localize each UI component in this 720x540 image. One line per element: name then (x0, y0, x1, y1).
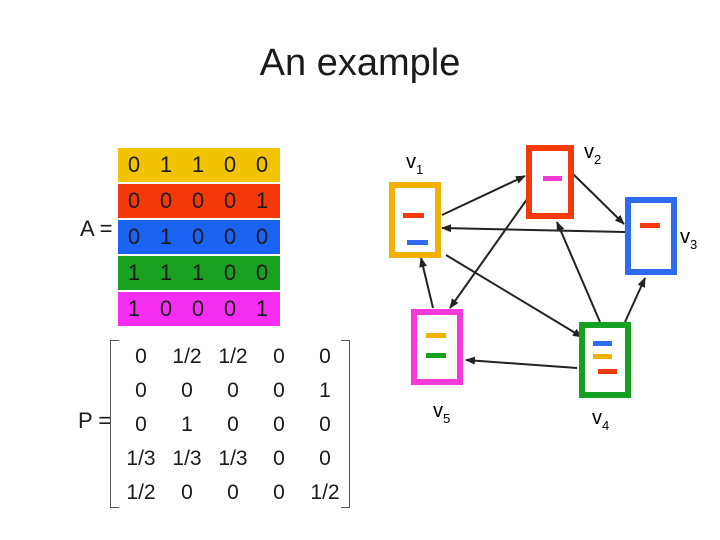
matrix-a-cell: 0 (127, 224, 141, 249)
matrix-p-cell: 1/3 (172, 447, 202, 470)
node-v2-label: v2 (584, 141, 601, 167)
matrix-p-row: 1/2 0 0 0 1/2 (118, 476, 350, 510)
matrix-p-cell: 1 (181, 413, 193, 436)
slide-title: An example (259, 42, 461, 84)
matrix-a-cell: 1 (159, 224, 173, 249)
node-v5-label: v5 (433, 400, 450, 426)
matrix-a-cell: 0 (191, 296, 205, 321)
matrix-p-left-bracket (110, 340, 119, 508)
matrix-a-cell: 0 (223, 296, 237, 321)
v1-outlink-marker (407, 240, 428, 245)
v5-outlink-marker (426, 333, 446, 338)
matrix-a-cell: 1 (159, 152, 173, 177)
node-v4 (579, 322, 631, 398)
v5-outlink-marker (426, 353, 446, 358)
matrix-p-cell: 0 (273, 413, 285, 436)
matrix-a-cell: 1 (127, 260, 141, 285)
matrix-p-cell: 0 (319, 447, 331, 470)
node-v1-label: v1 (406, 151, 423, 177)
matrix-p-cell: 0 (273, 481, 285, 504)
matrix-p-cell: 1/3 (126, 447, 156, 470)
v4-outlink-marker (593, 341, 612, 346)
matrix-p-cell: 1/2 (310, 481, 340, 504)
node-v2 (526, 145, 574, 219)
matrix-p-cell: 1/2 (126, 481, 156, 504)
matrix-a-cell: 1 (255, 296, 269, 321)
matrix-p-right-bracket (341, 340, 350, 508)
node-v3-label: v3 (680, 226, 697, 252)
matrix-a-cell: 0 (159, 296, 173, 321)
matrix-p-cell: 0 (181, 379, 193, 402)
matrix-p-row: 0 1/2 1/2 0 0 (118, 340, 350, 374)
matrix-p-cell: 0 (227, 481, 239, 504)
v3-outlink-marker (640, 223, 660, 228)
matrix-a-cell: 1 (127, 296, 141, 321)
matrix-p-cell: 1/2 (218, 345, 248, 368)
matrix-a-cell: 1 (159, 260, 173, 285)
matrix-p-cell: 0 (135, 345, 147, 368)
matrix-a-label: A = (80, 216, 113, 241)
matrix-a-cell: 0 (223, 188, 237, 213)
matrix-a-cell: 0 (255, 152, 269, 177)
matrix-a-cell: 0 (223, 152, 237, 177)
matrix-p-cell: 0 (181, 481, 193, 504)
matrix-p-cell: 0 (319, 345, 331, 368)
matrix-a-cell: 0 (191, 224, 205, 249)
node-v5 (411, 309, 463, 385)
v2-outlink-marker (543, 176, 562, 181)
matrix-a-cell: 0 (191, 188, 205, 213)
matrix-a-cell: 1 (191, 260, 205, 285)
matrix-p-row: 0 1 0 0 0 (118, 408, 350, 442)
matrix-p-cell: 1/3 (218, 447, 248, 470)
matrix-a-cell: 0 (223, 260, 237, 285)
matrix-p-cell: 0 (227, 379, 239, 402)
matrix-p-label: P = (78, 408, 112, 433)
matrix-a-cell: 1 (255, 188, 269, 213)
edge-v2-v3 (570, 171, 625, 225)
v4-outlink-marker (593, 354, 612, 359)
v4-outlink-marker (598, 369, 617, 374)
edge-v4-v2 (556, 221, 601, 323)
node-v1 (389, 182, 441, 258)
matrix-p-cell: 0 (227, 413, 239, 436)
edge-v4-v3 (624, 277, 646, 323)
matrix-a-cell: 0 (159, 188, 173, 213)
matrix-p-cell: 0 (273, 447, 285, 470)
matrix-a-cell: 0 (223, 224, 237, 249)
matrix-p-cell: 0 (273, 345, 285, 368)
edge-v1-v4 (445, 254, 583, 338)
edge-v3-v1 (441, 224, 626, 233)
matrix-p-cell: 0 (319, 413, 331, 436)
matrix-a-cell: 0 (255, 224, 269, 249)
matrix-a-cell: 0 (255, 260, 269, 285)
edge-v1-v2 (441, 175, 526, 216)
matrix-p-cell: 1 (319, 379, 331, 402)
matrix-a-cell: 1 (191, 152, 205, 177)
matrix-p-row: 0 0 0 0 1 (118, 374, 350, 408)
matrix-p-cell: 0 (135, 413, 147, 436)
matrix-p-cell: 0 (273, 379, 285, 402)
matrix-p-cell: 1/2 (172, 345, 202, 368)
node-v4-label: v4 (592, 407, 609, 433)
matrix-p-cell: 0 (135, 379, 147, 402)
edge-v5-v1 (419, 257, 434, 309)
edge-v4-v5 (465, 356, 578, 369)
matrix-a-cell: 0 (127, 188, 141, 213)
matrix-p-row: 1/3 1/3 1/3 0 0 (118, 442, 350, 476)
edge-v2-v5 (449, 194, 531, 309)
node-v3 (625, 197, 677, 275)
matrix-a-cell: 0 (127, 152, 141, 177)
v1-outlink-marker (403, 213, 424, 218)
